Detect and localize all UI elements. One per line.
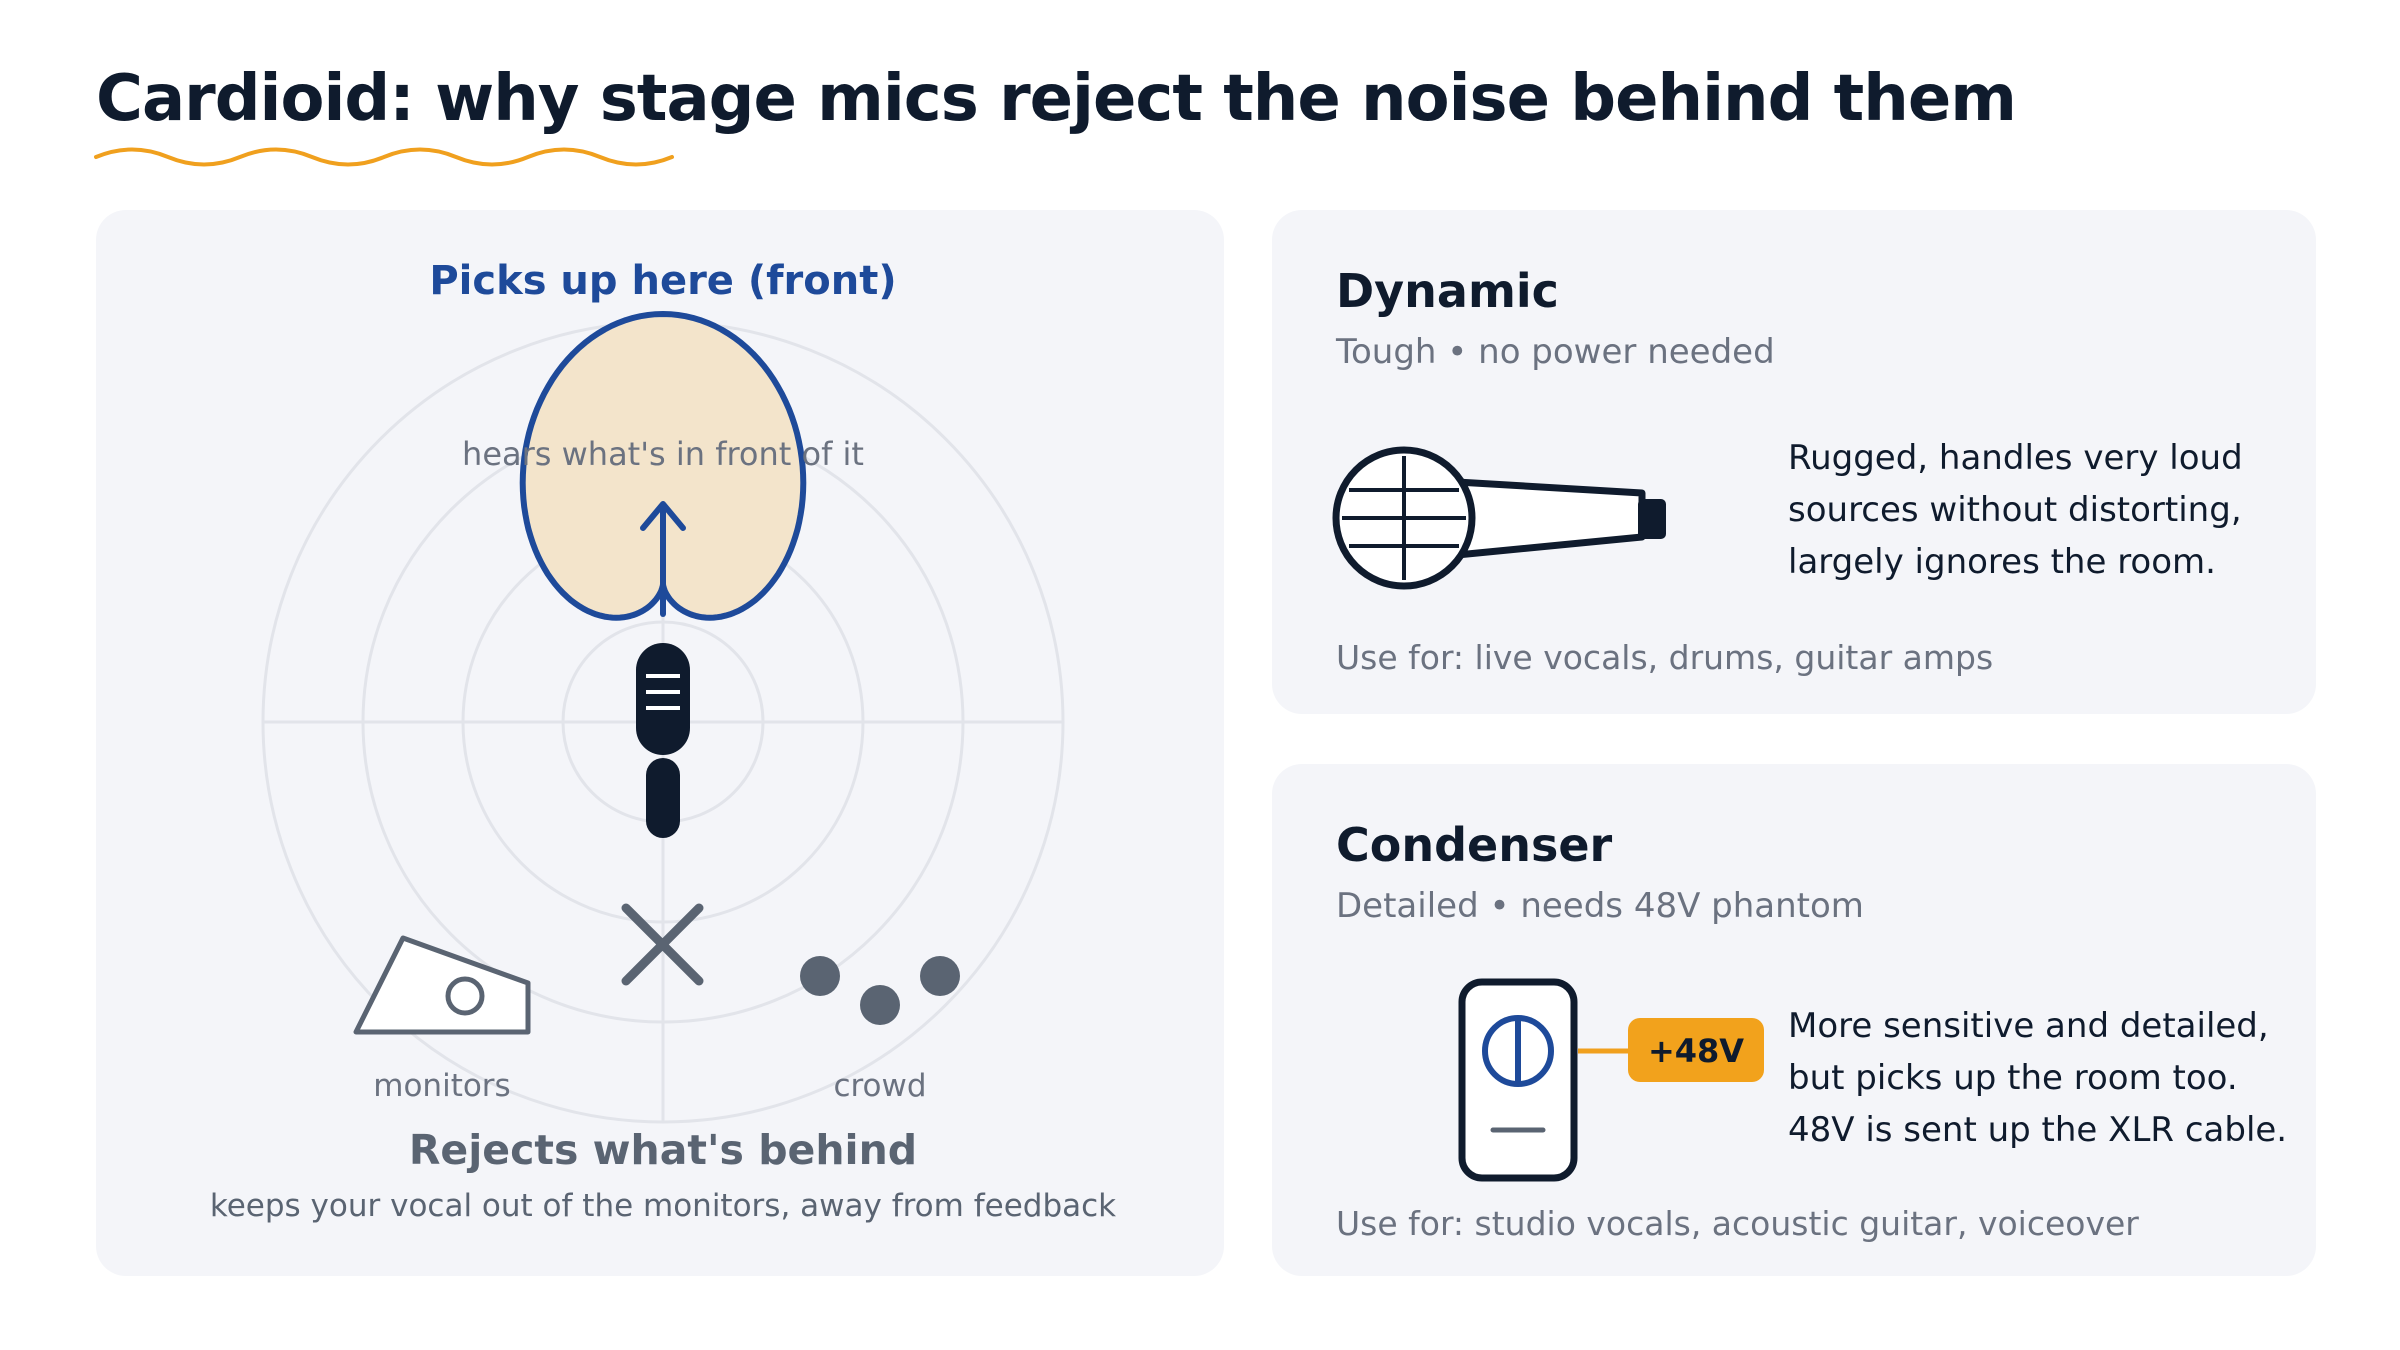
condenser-desc-line: More sensitive and detailed, [1788, 1006, 2269, 1046]
page-title: Cardioid: why stage mics reject the nois… [96, 62, 2017, 136]
rejects-title: Rejects what's behind [409, 1126, 917, 1174]
dynamic-mic-icon [1332, 446, 1666, 590]
microphone-icon [636, 643, 690, 838]
condenser-title: Condenser [1336, 818, 1613, 872]
dynamic-card: Dynamic Tough • no power needed Rugged, … [1272, 210, 2316, 714]
condenser-desc-line: 48V is sent up the XLR cable. [1788, 1110, 2288, 1150]
monitor-wedge-icon [353, 935, 531, 1035]
polar-diagram: Picks up here (front) hears what's in fr… [210, 258, 1116, 1224]
title-underline-squiggle [94, 147, 674, 167]
condenser-description: More sensitive and detailed, but picks u… [1788, 1000, 2287, 1156]
dynamic-desc-line: Rugged, handles very loud [1788, 438, 2243, 478]
dynamic-subtitle: Tough • no power needed [1336, 332, 1775, 372]
rejects-subtitle: keeps your vocal out of the monitors, aw… [210, 1188, 1116, 1224]
phantom-badge-label: +48V [1648, 1032, 1744, 1070]
arrow-up-icon [640, 501, 686, 617]
condenser-desc-line: but picks up the room too. [1788, 1058, 2238, 1098]
dynamic-title: Dynamic [1336, 264, 1559, 318]
condenser-subtitle: Detailed • needs 48V phantom [1336, 886, 1864, 926]
dynamic-description: Rugged, handles very loud sources withou… [1788, 432, 2243, 588]
reject-x-icon [621, 903, 704, 986]
front-label: Picks up here (front) [429, 258, 896, 304]
dynamic-use-for: Use for: live vocals, drums, guitar amps [1336, 638, 1994, 677]
front-note: hears what's in front of it [462, 435, 864, 473]
dynamic-desc-line: sources without distorting, [1788, 490, 2242, 530]
condenser-card: Condenser Detailed • needs 48V phantom +… [1272, 764, 2316, 1276]
crowd-label: crowd [833, 1068, 926, 1104]
polar-pattern-panel: Picks up here (front) hears what's in fr… [96, 210, 1224, 1276]
crowd-dots-icon [800, 956, 960, 1025]
phantom-power-badge: +48V [1628, 1018, 1764, 1082]
condenser-mic-icon: +48V [1458, 978, 1764, 1182]
condenser-use-for: Use for: studio vocals, acoustic guitar,… [1336, 1204, 2139, 1243]
monitors-label: monitors [373, 1068, 510, 1104]
dynamic-desc-line: largely ignores the room. [1788, 542, 2216, 582]
